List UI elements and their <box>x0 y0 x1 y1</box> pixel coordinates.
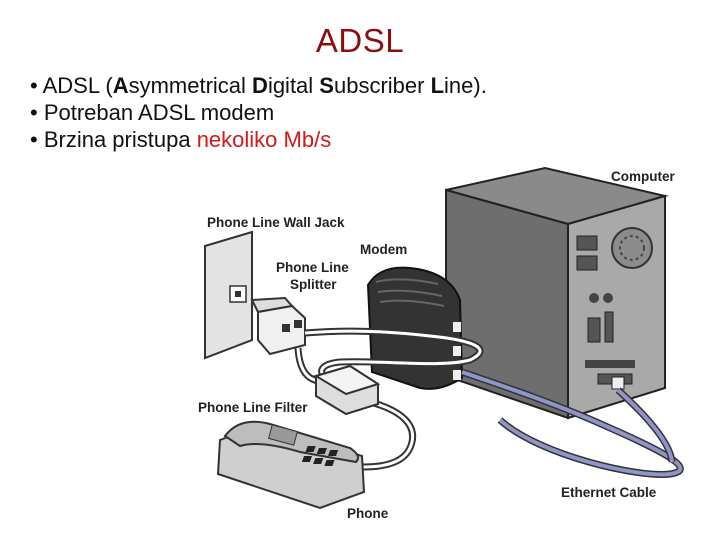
modem-icon <box>366 266 464 390</box>
bullet-1-prefix: ADSL ( <box>42 73 113 98</box>
label-phone: Phone <box>347 506 389 521</box>
phone-filter-icon <box>313 364 381 416</box>
slide-title: ADSL <box>315 22 405 59</box>
label-splitter-line2: Splitter <box>290 277 337 292</box>
splitter-icon <box>250 296 306 356</box>
bullet-1-rest-d: igital <box>267 73 320 98</box>
wall-jack-icon <box>204 230 253 360</box>
bullet-2: • Potreban ADSL modem <box>30 99 487 126</box>
bullet-1: • ADSL (Asymmetrical Digital Subscriber … <box>30 72 487 99</box>
computer-tower-icon <box>445 166 669 420</box>
label-computer: Computer <box>611 169 675 184</box>
bullet-1-rest-a: symmetrical <box>128 73 253 98</box>
bullet-3-text: Brzina pristupa <box>43 127 197 152</box>
bullet-dot: • <box>30 127 44 152</box>
bullet-3-highlight: nekoliko Mb/s <box>196 127 332 152</box>
bullet-1-bold-s: S <box>319 73 334 98</box>
bullet-2-text: Potreban ADSL modem <box>43 100 275 125</box>
bullet-dot: • <box>30 73 43 98</box>
label-modem: Modem <box>360 242 407 257</box>
label-ethernet: Ethernet Cable <box>561 485 657 500</box>
telephone-icon <box>216 420 366 510</box>
ethernet-cable-icon <box>460 368 684 478</box>
label-splitter-line1: Phone Line <box>276 260 349 275</box>
bullet-3: • Brzina pristupa nekoliko Mb/s <box>30 126 487 153</box>
bullet-1-rest-l: ine). <box>444 73 487 98</box>
label-wall-jack: Phone Line Wall Jack <box>207 215 345 230</box>
bullet-1-bold-d: D <box>252 73 268 98</box>
bullet-1-bold-l: L <box>430 73 445 98</box>
bullet-dot: • <box>30 100 44 125</box>
label-filter: Phone Line Filter <box>198 400 308 415</box>
bullet-1-bold-a: A <box>112 73 129 98</box>
bullet-1-rest-s: ubscriber <box>333 73 431 98</box>
bullet-list: • ADSL (Asymmetrical Digital Subscriber … <box>30 72 487 153</box>
